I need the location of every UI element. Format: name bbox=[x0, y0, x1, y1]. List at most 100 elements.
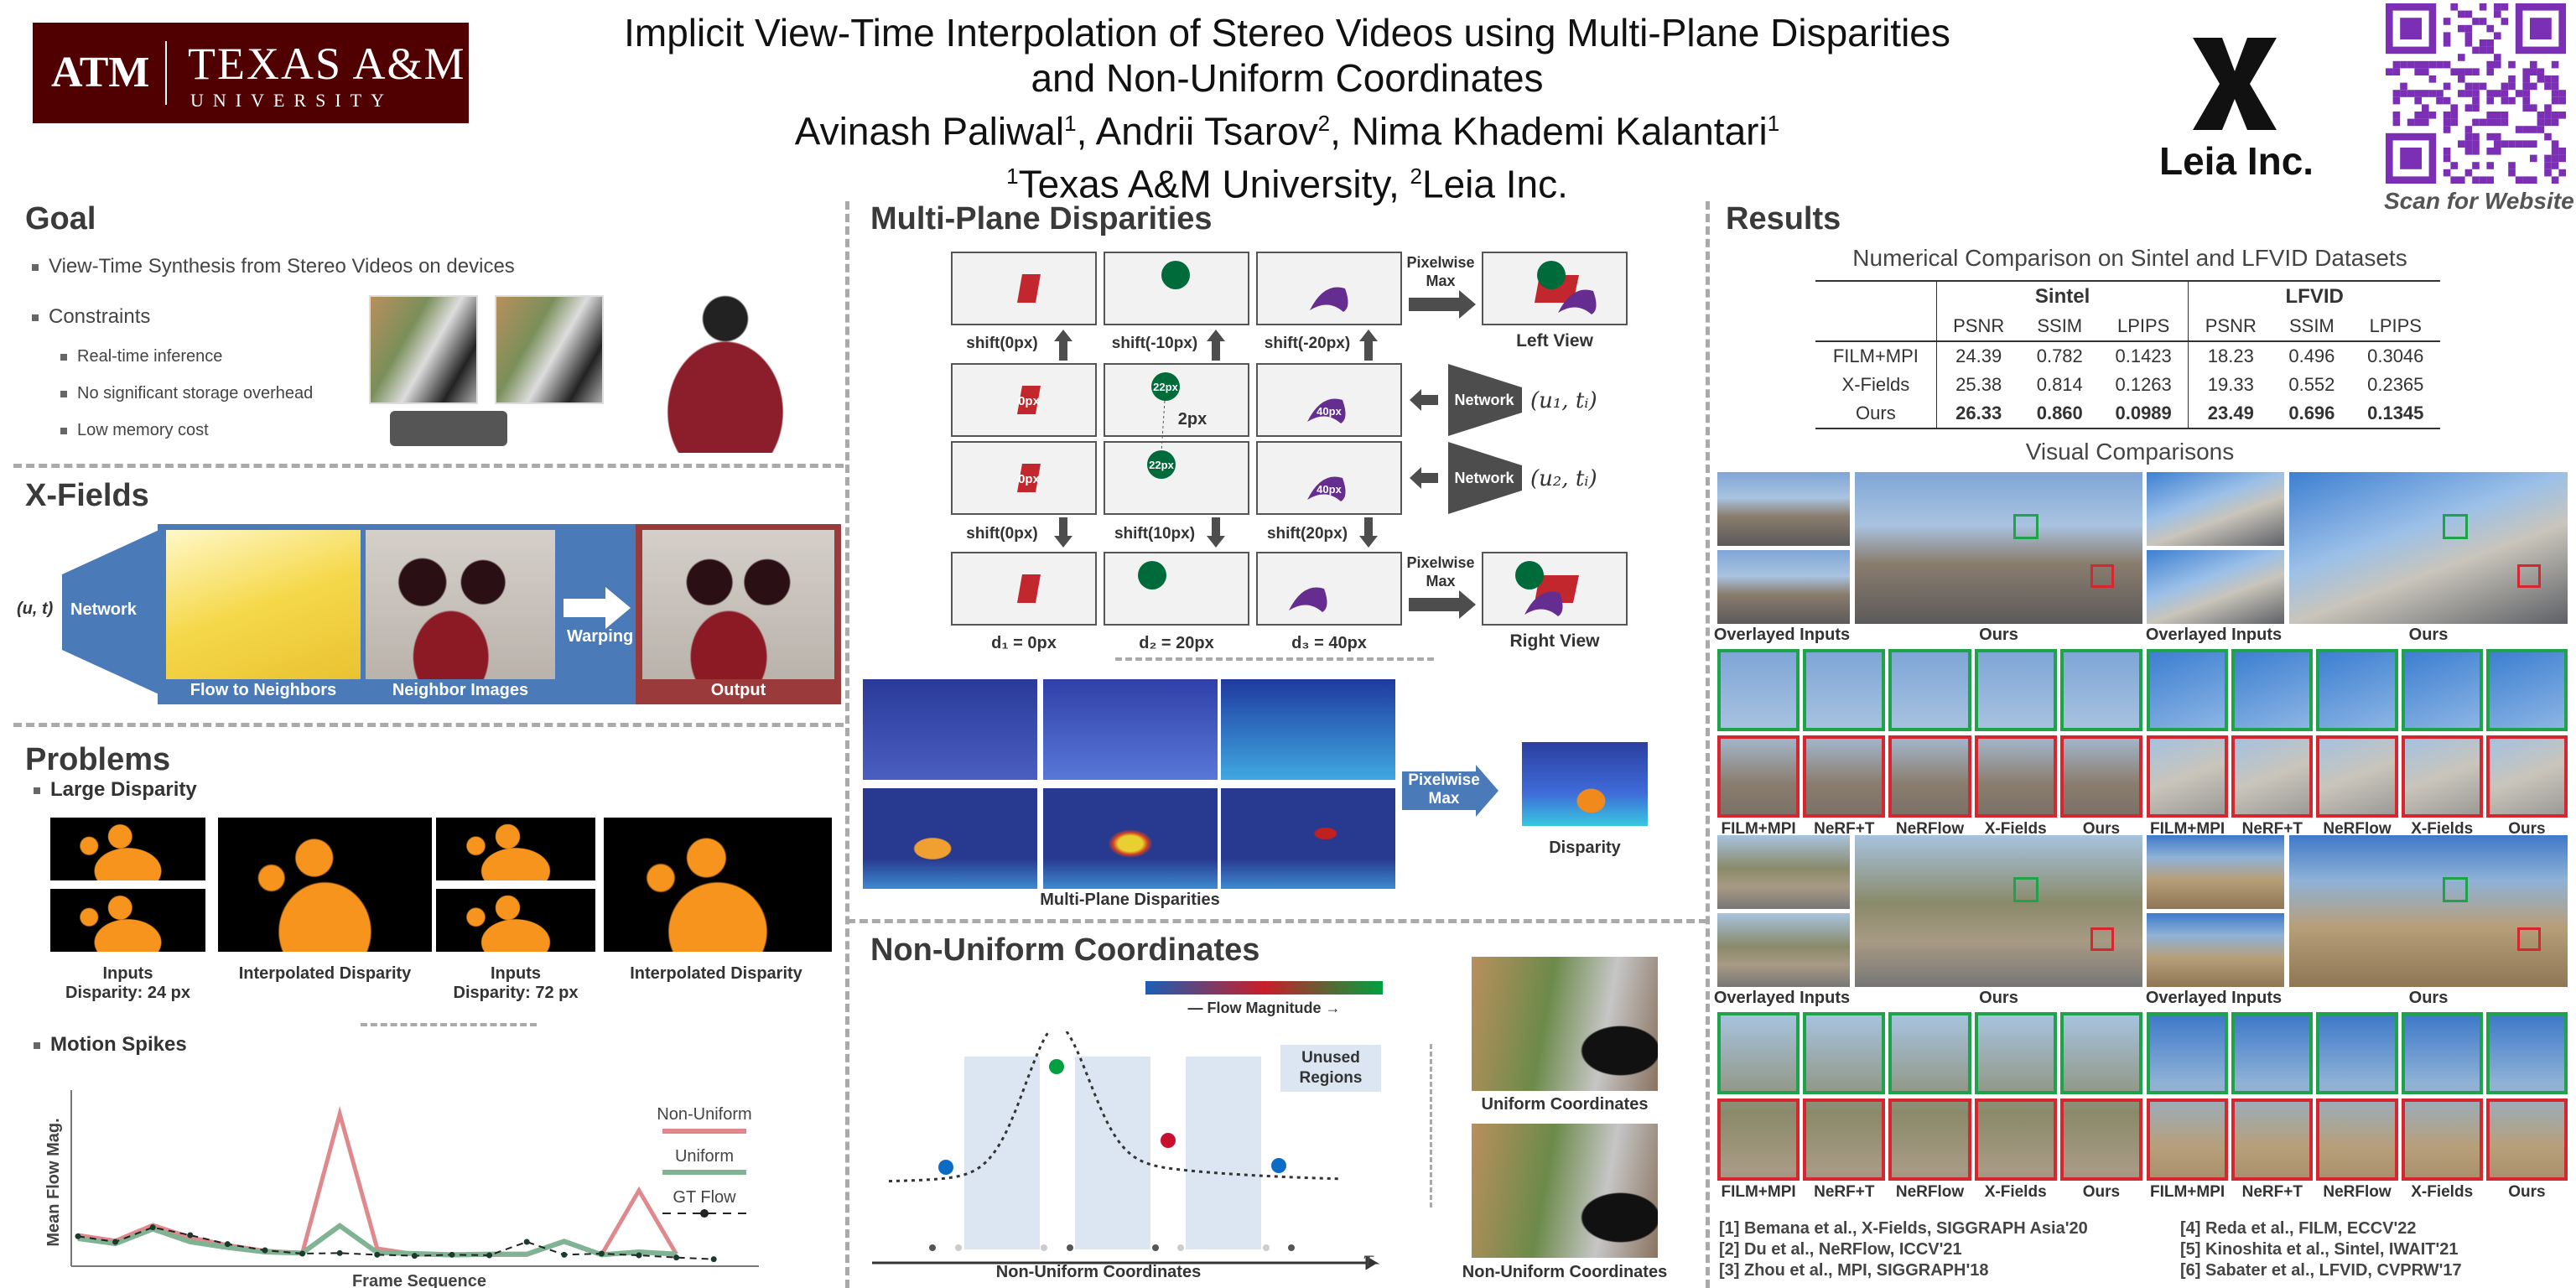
neighbors-label: Neighbor Images bbox=[392, 681, 529, 699]
coordinate-tick bbox=[1177, 1244, 1184, 1251]
large-disparity-heading: Large Disparity bbox=[34, 778, 197, 802]
disparity-plane-image bbox=[1221, 788, 1395, 889]
plane-box bbox=[1104, 441, 1249, 515]
interp-label-1: Interpolated Disparity bbox=[238, 964, 412, 983]
flow-magnitude-colorbar bbox=[1145, 981, 1383, 995]
ours-result-image bbox=[2289, 472, 2568, 624]
crop-red-nerflow bbox=[1888, 1098, 1971, 1181]
tamu-logo-text: TEXAS A&M bbox=[188, 39, 466, 89]
crop-red-filmmpi bbox=[1717, 1098, 1800, 1181]
overlayed-input-image bbox=[1717, 835, 1850, 909]
coordinate-tick bbox=[1288, 1244, 1295, 1251]
plane-box bbox=[1256, 441, 1402, 515]
value-cell: 19.33 bbox=[2207, 374, 2254, 395]
goal-bullet: View-Time Synthesis from Stereo Videos o… bbox=[32, 255, 515, 278]
reference-item: [5] Kinoshita et al., Sintel, IWAIT'21 bbox=[2180, 1240, 2459, 1259]
value-cell: 0.814 bbox=[2036, 374, 2083, 395]
crop-red-xfields bbox=[1974, 735, 2057, 818]
overlayed-input-image bbox=[2147, 913, 2284, 987]
crop-green-nerft bbox=[1803, 1012, 1886, 1094]
method-caption: FILM+MPI bbox=[1721, 1183, 1796, 1201]
diagram-label: Max bbox=[1426, 273, 1455, 289]
sample-point bbox=[1049, 1059, 1064, 1074]
qr-code-icon[interactable] bbox=[2386, 3, 2566, 184]
warping-label: Warping bbox=[567, 627, 634, 646]
gt-point bbox=[299, 1250, 306, 1257]
green-zoom-box bbox=[2012, 514, 2038, 539]
crop-red-xfields bbox=[1974, 1098, 2057, 1181]
ours-caption: Ours bbox=[1979, 626, 2018, 644]
flow-image bbox=[166, 530, 361, 679]
arrow-right-icon bbox=[564, 587, 631, 629]
gt-point bbox=[673, 1254, 680, 1261]
method-caption: Ours bbox=[2508, 820, 2546, 838]
metric-header: SSIM bbox=[2288, 315, 2334, 336]
method-caption: X-Fields bbox=[2411, 820, 2474, 838]
method-caption: Ours bbox=[2082, 820, 2121, 838]
overlayed-input-image bbox=[2147, 835, 2284, 909]
tamu-logo: ATM TEXAS A&M UNIVERSITY bbox=[33, 23, 469, 123]
references: [1] Bemana et al., X-Fields, SIGGRAPH As… bbox=[1719, 1218, 2088, 1281]
disparity-result-image bbox=[1522, 742, 1648, 826]
disparity-plane-image bbox=[1043, 788, 1218, 889]
tamu-logo-sub: UNIVERSITY bbox=[190, 90, 393, 111]
method-caption: FILM+MPI bbox=[2149, 820, 2225, 838]
crop-green-xfields bbox=[1974, 649, 2057, 731]
crop-green-ours bbox=[2059, 1012, 2142, 1094]
red-zoom-box bbox=[2517, 927, 2542, 951]
crop-green-filmmpi bbox=[1717, 1012, 1800, 1094]
crop-green-ours bbox=[2485, 1012, 2568, 1094]
network-input: (u₂, tᵢ) bbox=[1530, 466, 1597, 491]
overlayed-inputs-caption: Overlayed Inputs bbox=[2145, 626, 2283, 644]
crop-red-nerflow bbox=[2316, 1098, 2398, 1181]
method-caption: NeRF+T bbox=[2241, 820, 2303, 838]
section-divider bbox=[1115, 657, 1434, 661]
section-divider bbox=[13, 464, 844, 468]
gt-point bbox=[149, 1224, 156, 1231]
arrow-up-icon bbox=[1359, 330, 1378, 361]
crop-green-filmmpi bbox=[2147, 1012, 2229, 1094]
method-caption: NeRFlow bbox=[2323, 820, 2392, 838]
arrow-left-icon bbox=[1410, 467, 1438, 489]
overlayed-input-image bbox=[1717, 913, 1850, 987]
diagram-label: shift(-20px) bbox=[1265, 335, 1350, 352]
disparity-map-image bbox=[50, 889, 205, 952]
nuc-divider bbox=[1430, 1044, 1432, 1208]
method-caption: NeRFlow bbox=[2323, 1183, 2392, 1201]
xfields-input: (u, t) bbox=[17, 600, 54, 618]
diagram-label: shift(0px) bbox=[966, 335, 1038, 352]
method-caption: NeRF+T bbox=[2241, 1183, 2303, 1201]
gt-point bbox=[710, 1256, 717, 1263]
coordinate-tick bbox=[1152, 1244, 1159, 1251]
pixelwise-max-arrow-icon bbox=[1402, 765, 1498, 817]
network-icon bbox=[1448, 442, 1522, 514]
crop-green-nerflow bbox=[1888, 1012, 1971, 1094]
gt-point bbox=[636, 1252, 642, 1259]
nonuniform-caption: Non-Uniform Coordinates bbox=[1462, 1263, 1668, 1281]
reference-item: [2] Du et al., NeRFlow, ICCV'21 bbox=[1719, 1240, 1962, 1259]
motion-spike-chart: Mean Flow Mag.Frame SequenceNon-UniformU… bbox=[44, 1090, 759, 1288]
crop-red-nerft bbox=[1803, 735, 1886, 818]
crop-red-ours bbox=[2485, 735, 2568, 818]
crop-green-nerft bbox=[2231, 1012, 2314, 1094]
multi-plane-disparities-label: Multi-Plane Disparities bbox=[1040, 891, 1220, 909]
sample-point bbox=[1161, 1133, 1176, 1148]
crop-green-nerflow bbox=[2316, 649, 2398, 731]
tamu-logo-mark: ATM bbox=[51, 49, 150, 96]
gt-point bbox=[598, 1250, 605, 1257]
visual-comparisons-title: Visual Comparisons bbox=[2025, 439, 2235, 465]
disparity-plane-image bbox=[863, 788, 1037, 889]
goal-bullet: Constraints bbox=[32, 305, 150, 329]
disparity-tag: 40px bbox=[1317, 483, 1342, 496]
xfields-heading: X-Fields bbox=[25, 478, 149, 513]
arrow-right-icon bbox=[1409, 590, 1476, 619]
diagram-label: shift(10px) bbox=[1114, 525, 1195, 543]
plane-box bbox=[1256, 552, 1402, 626]
diagram-label: shift(0px) bbox=[966, 525, 1038, 543]
green-shape bbox=[1161, 261, 1190, 289]
xfields-network-label: Network bbox=[70, 600, 137, 619]
